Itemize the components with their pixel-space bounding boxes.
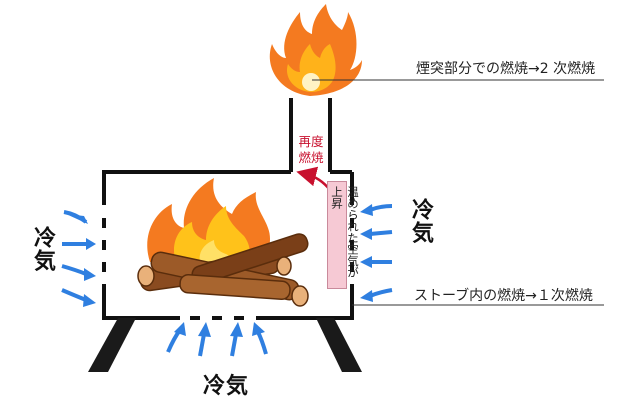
leader-lines (312, 79, 604, 306)
arrow-icon (360, 256, 392, 268)
arrow-icon (63, 210, 88, 224)
warm-air-bar: 温められた空気が上昇 (327, 181, 360, 289)
cold-air-bottom-label: 冷気 (203, 374, 250, 399)
arrow-icon (360, 288, 393, 302)
reburn-line-2: 燃焼 (298, 150, 324, 165)
arrow-icon (198, 322, 211, 357)
arrow-icon (61, 288, 96, 307)
arrow-icon (252, 322, 268, 355)
reburn-line-1: 再度 (298, 134, 324, 149)
stove-legs (88, 318, 362, 372)
reburn-label: 再度 燃焼 (291, 134, 331, 166)
flame-icon (269, 4, 362, 96)
cold-air-right-label: 冷気 (408, 198, 433, 244)
cold-air-arrows (61, 204, 393, 357)
chimney-burn-label: 煙突部分での燃焼→2 次燃焼 (416, 61, 596, 77)
arrow-icon (166, 322, 186, 353)
arrow-icon (61, 264, 96, 281)
stove-burn-label: ストーブ内の燃焼→１次燃焼 (414, 288, 593, 304)
campfire-icon (137, 178, 309, 307)
arrow-icon (360, 204, 393, 216)
arrow-icon (62, 238, 96, 250)
arrow-icon (230, 322, 243, 357)
cold-air-left-label: 冷気 (30, 226, 55, 272)
arrow-icon (360, 228, 393, 240)
stove-body (102, 98, 354, 320)
warm-air-label: 温められた空気が上昇 (330, 186, 360, 278)
